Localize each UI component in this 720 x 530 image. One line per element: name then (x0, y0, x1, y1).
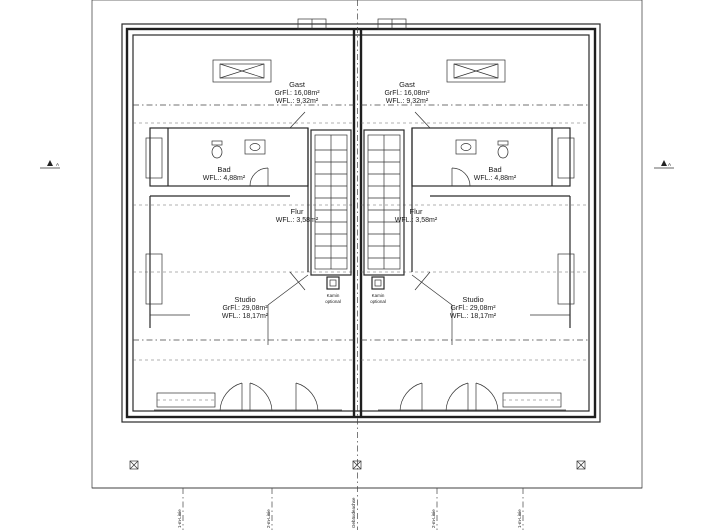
terrace-doors (156, 382, 562, 412)
section-label-left: A (56, 162, 59, 167)
room-name: Gast (289, 80, 306, 89)
room-wfl: WFL.: 4,88m² (203, 175, 246, 182)
kamin-note: optional (325, 299, 341, 304)
room-wfl: WFL.: 18,17m² (450, 313, 497, 320)
site-frame (91, 0, 643, 489)
grid-markers (129, 460, 586, 470)
room-name: Bad (488, 165, 501, 174)
room-wfl: WFL.: 3,58m² (276, 217, 319, 224)
section-mark-right: A (654, 160, 674, 169)
roof-slope-lines (133, 104, 589, 361)
right-unit-walls (363, 127, 575, 411)
party-wall (352, 0, 363, 530)
axis-label-3: Gebäudeachse (351, 497, 356, 528)
right-kamin-label: Kamin optional (370, 293, 386, 304)
room-grfl: GrFl.: 29,08m² (222, 305, 268, 312)
right-flur-label: Flur WFL.: 3,58m² (395, 207, 438, 224)
skylights (212, 59, 506, 83)
right-gast-label: Gast GrFl.: 16,08m² WFL.: 9,32m² (384, 80, 430, 105)
left-flur-label: Flur WFL.: 3,58m² (276, 207, 319, 224)
room-name: Gast (399, 80, 416, 89)
left-gast-label: Gast GrFl.: 16,08m² WFL.: 9,32m² (274, 80, 320, 105)
kamin-name: Kamin (372, 293, 385, 298)
right-studio-label: Studio GrFl.: 29,08m² WFL.: 18,17m² (450, 295, 497, 320)
room-grfl: GrFl.: 16,08m² (384, 90, 430, 97)
axis-label-2: 2-m-Linie (266, 509, 271, 528)
left-stair (314, 134, 348, 270)
section-label-right: A (668, 162, 671, 167)
room-name: Bad (217, 165, 230, 174)
left-unit-walls (145, 127, 352, 411)
door-swings (249, 111, 471, 291)
kamin-name: Kamin (327, 293, 340, 298)
left-bad-label: Bad WFL.: 4,88m² (203, 165, 246, 182)
top-windows (297, 18, 407, 30)
bathroom-fixtures (211, 139, 509, 159)
axis-label-1: 1-m-Linie (177, 509, 182, 528)
ceiling-diagonals (150, 274, 570, 345)
room-name: Flur (410, 207, 423, 216)
axis-label-4: 2-m-Linie (431, 509, 436, 528)
kamin-symbols (326, 276, 385, 290)
kamin-note: optional (370, 299, 386, 304)
room-name: Flur (291, 207, 304, 216)
room-name: Studio (234, 295, 255, 304)
room-grfl: GrFl.: 29,08m² (450, 305, 496, 312)
room-grfl: GrFl.: 16,08m² (274, 90, 320, 97)
room-wfl: WFL.: 4,88m² (474, 175, 517, 182)
room-wfl: WFL.: 18,17m² (222, 313, 269, 320)
room-wfl: WFL.: 3,58m² (395, 217, 438, 224)
room-wfl: WFL.: 9,32m² (386, 98, 429, 105)
right-bad-label: Bad WFL.: 4,88m² (474, 165, 517, 182)
room-name: Studio (462, 295, 483, 304)
section-mark-left: A (40, 160, 60, 169)
room-wfl: WFL.: 9,32m² (276, 98, 319, 105)
right-stair (367, 134, 401, 270)
left-kamin-label: Kamin optional (325, 293, 341, 304)
left-studio-label: Studio GrFl.: 29,08m² WFL.: 18,17m² (222, 295, 269, 320)
axis-label-5: 1-m-Linie (517, 509, 522, 528)
axis-lines: 1-m-Linie 2-m-Linie Gebäudeachse 2-m-Lin… (177, 488, 524, 530)
